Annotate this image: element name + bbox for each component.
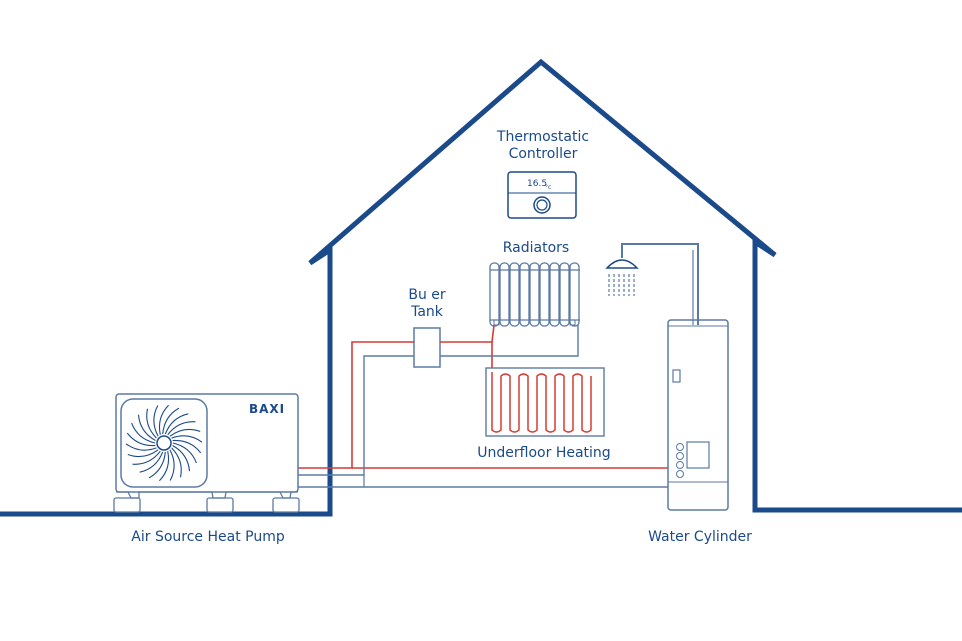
- underfloor-panel: [485, 367, 605, 437]
- fan-blade: [167, 421, 196, 436]
- radiator-fin: [559, 262, 570, 327]
- pipework: [298, 324, 668, 488]
- heat-pump-label: Air Source Heat Pump: [131, 529, 285, 545]
- shower-pipe: [621, 243, 699, 325]
- fan-blade: [148, 451, 166, 479]
- shower-water-drops: [608, 274, 635, 296]
- water-cylinder-connector-1: [676, 443, 684, 451]
- thermostat-reading: 16.5: [527, 179, 547, 189]
- thermostat-label-line1: Thermostatic: [496, 129, 589, 145]
- radiators-label: Radiators: [503, 240, 569, 256]
- heat-pump-feet: [116, 491, 298, 499]
- water-cylinder-panel: [686, 441, 710, 469]
- buffer-tank-box: [413, 327, 441, 368]
- buffer-tank-label-line2: Tank: [410, 304, 444, 320]
- water-cylinder-connector-2: [676, 452, 684, 460]
- heat-pump-foot-left: [113, 497, 141, 513]
- radiator-fin: [539, 262, 550, 327]
- fan-blade: [139, 451, 164, 473]
- fan-blade: [153, 405, 159, 437]
- water-cylinder-connector-4: [676, 470, 684, 478]
- fan-blade: [158, 404, 169, 435]
- radiator-fin: [549, 262, 560, 327]
- thermostat-unit: °c: [545, 184, 551, 191]
- return-pipe-main: [298, 355, 414, 476]
- fan-blade: [137, 414, 156, 441]
- fan-blade: [171, 435, 203, 443]
- water-cylinder-valve: [672, 369, 681, 383]
- fan-blade: [131, 422, 156, 444]
- fan-blade: [162, 407, 180, 435]
- hot-flow-pipe-to-underfloor: [440, 341, 493, 368]
- fan-blade: [172, 439, 202, 454]
- brand-logo: BAXI: [249, 402, 285, 416]
- fan-blade: [171, 447, 182, 478]
- radiator-fin: [499, 262, 510, 327]
- fan-icon: [125, 404, 203, 482]
- fan-blade: [172, 442, 197, 464]
- thermostat-label-line2: Controller: [509, 146, 578, 162]
- water-cylinder-body: [667, 319, 729, 511]
- water-cylinder-label: Water Cylinder: [648, 529, 752, 545]
- radiator-fin: [569, 262, 580, 327]
- fan-blade: [125, 443, 157, 451]
- thermostat-box: [507, 171, 577, 219]
- fan-blade: [172, 445, 191, 472]
- fan-blade: [146, 408, 157, 439]
- fan-blade: [169, 449, 175, 481]
- fan-blade: [126, 432, 156, 447]
- thermostatic-controller: Thermostatic Controller 16.5 °c: [496, 129, 589, 219]
- radiator-foot-left: [493, 319, 500, 326]
- radiator-fins: [489, 262, 580, 327]
- radiator-fin: [509, 262, 520, 327]
- fan-blade: [164, 413, 189, 435]
- underfloor-heating: Underfloor Heating: [477, 367, 611, 461]
- radiator-foot-right: [569, 319, 576, 326]
- heat-pump-foot-middle: [206, 497, 234, 513]
- thermostat-dial-inner: [536, 199, 548, 211]
- heat-pump-foot-right: [272, 497, 300, 513]
- hot-flow-pipe-to-radiators: [491, 324, 495, 343]
- buffer-tank: Bu er Tank: [408, 287, 446, 368]
- thermostat-dial-outer: [533, 196, 551, 214]
- radiator-fin: [529, 262, 540, 327]
- fan-hub: [156, 435, 172, 451]
- hot-flow-pipe-main: [298, 341, 414, 469]
- fan-blade: [132, 450, 161, 465]
- underfloor-coil: [491, 372, 592, 433]
- radiators: Radiators: [489, 240, 580, 327]
- buffer-tank-label-line1: Bu er: [408, 287, 446, 303]
- water-cylinder-connector-3: [676, 461, 684, 469]
- shower: [605, 243, 699, 325]
- fan-blade: [159, 451, 170, 482]
- fan-blade: [169, 428, 201, 437]
- water-cylinder: [667, 319, 729, 511]
- radiator-fin: [519, 262, 530, 327]
- return-pipe-from-radiators: [440, 325, 579, 357]
- fan-blade: [127, 449, 159, 458]
- underfloor-heating-label: Underfloor Heating: [477, 445, 610, 461]
- shower-head-icon: [605, 259, 639, 269]
- heat-pump-fan-grille: [120, 398, 208, 488]
- radiator-fin: [489, 262, 500, 327]
- ground-and-house-outline: [0, 58, 962, 517]
- air-source-heat-pump: BAXI: [113, 393, 300, 513]
